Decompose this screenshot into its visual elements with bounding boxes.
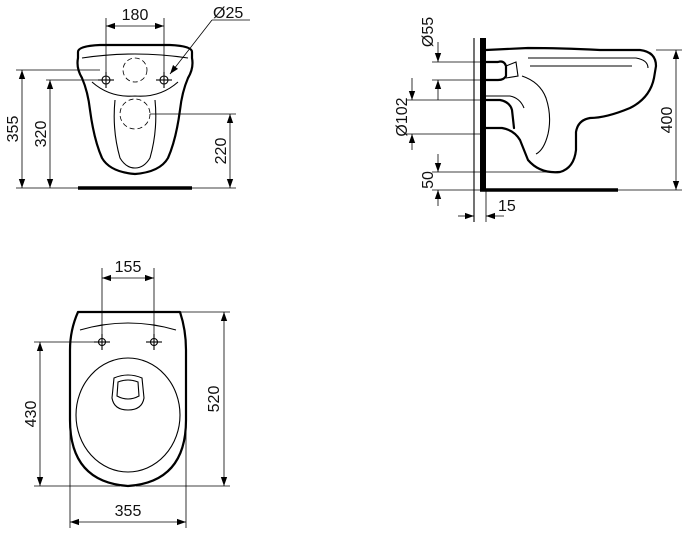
dim-label-355-front: 355 bbox=[5, 116, 22, 143]
side-inlet-spigot bbox=[484, 60, 508, 82]
dim-label-220: 220 bbox=[213, 138, 230, 165]
dim-label-320: 320 bbox=[33, 121, 50, 148]
side-outlet bbox=[484, 98, 516, 130]
side-view: Ø55 Ø102 400 50 15 bbox=[394, 17, 682, 222]
top-outlet bbox=[111, 374, 145, 411]
dim-label-180: 180 bbox=[122, 7, 149, 24]
top-bowl-opening bbox=[75, 357, 181, 473]
front-rim-line bbox=[81, 53, 189, 59]
dim-label-520: 520 bbox=[206, 386, 223, 413]
front-inner-curve bbox=[91, 81, 179, 97]
top-rim-line bbox=[79, 322, 177, 331]
front-bowl-outline bbox=[76, 43, 194, 176]
dim-leader-d25 bbox=[169, 19, 213, 75]
front-view: 180 Ø25 355 320 220 bbox=[5, 5, 250, 190]
dim-label-430: 430 bbox=[23, 401, 40, 428]
side-trapway bbox=[521, 75, 551, 155]
dim-label-d25: Ø25 bbox=[213, 5, 243, 22]
front-outlet-dashed bbox=[119, 98, 151, 130]
dim-label-155: 155 bbox=[115, 259, 142, 276]
front-inner-trap bbox=[113, 99, 157, 169]
dim-label-355-top: 355 bbox=[115, 503, 142, 520]
dim-label-50: 50 bbox=[420, 171, 437, 189]
dim-label-d102: Ø102 bbox=[394, 97, 411, 136]
side-bowl-outline bbox=[484, 46, 658, 174]
top-bowl-outline bbox=[68, 310, 188, 488]
top-view: 155 430 520 355 bbox=[23, 259, 230, 528]
dim-label-15: 15 bbox=[498, 198, 516, 215]
side-seat-line bbox=[528, 57, 649, 69]
dim-label-d55: Ø55 bbox=[420, 17, 437, 47]
dim-label-400: 400 bbox=[659, 107, 676, 134]
front-inlet-dashed bbox=[122, 57, 148, 83]
side-wall bbox=[480, 38, 486, 190]
